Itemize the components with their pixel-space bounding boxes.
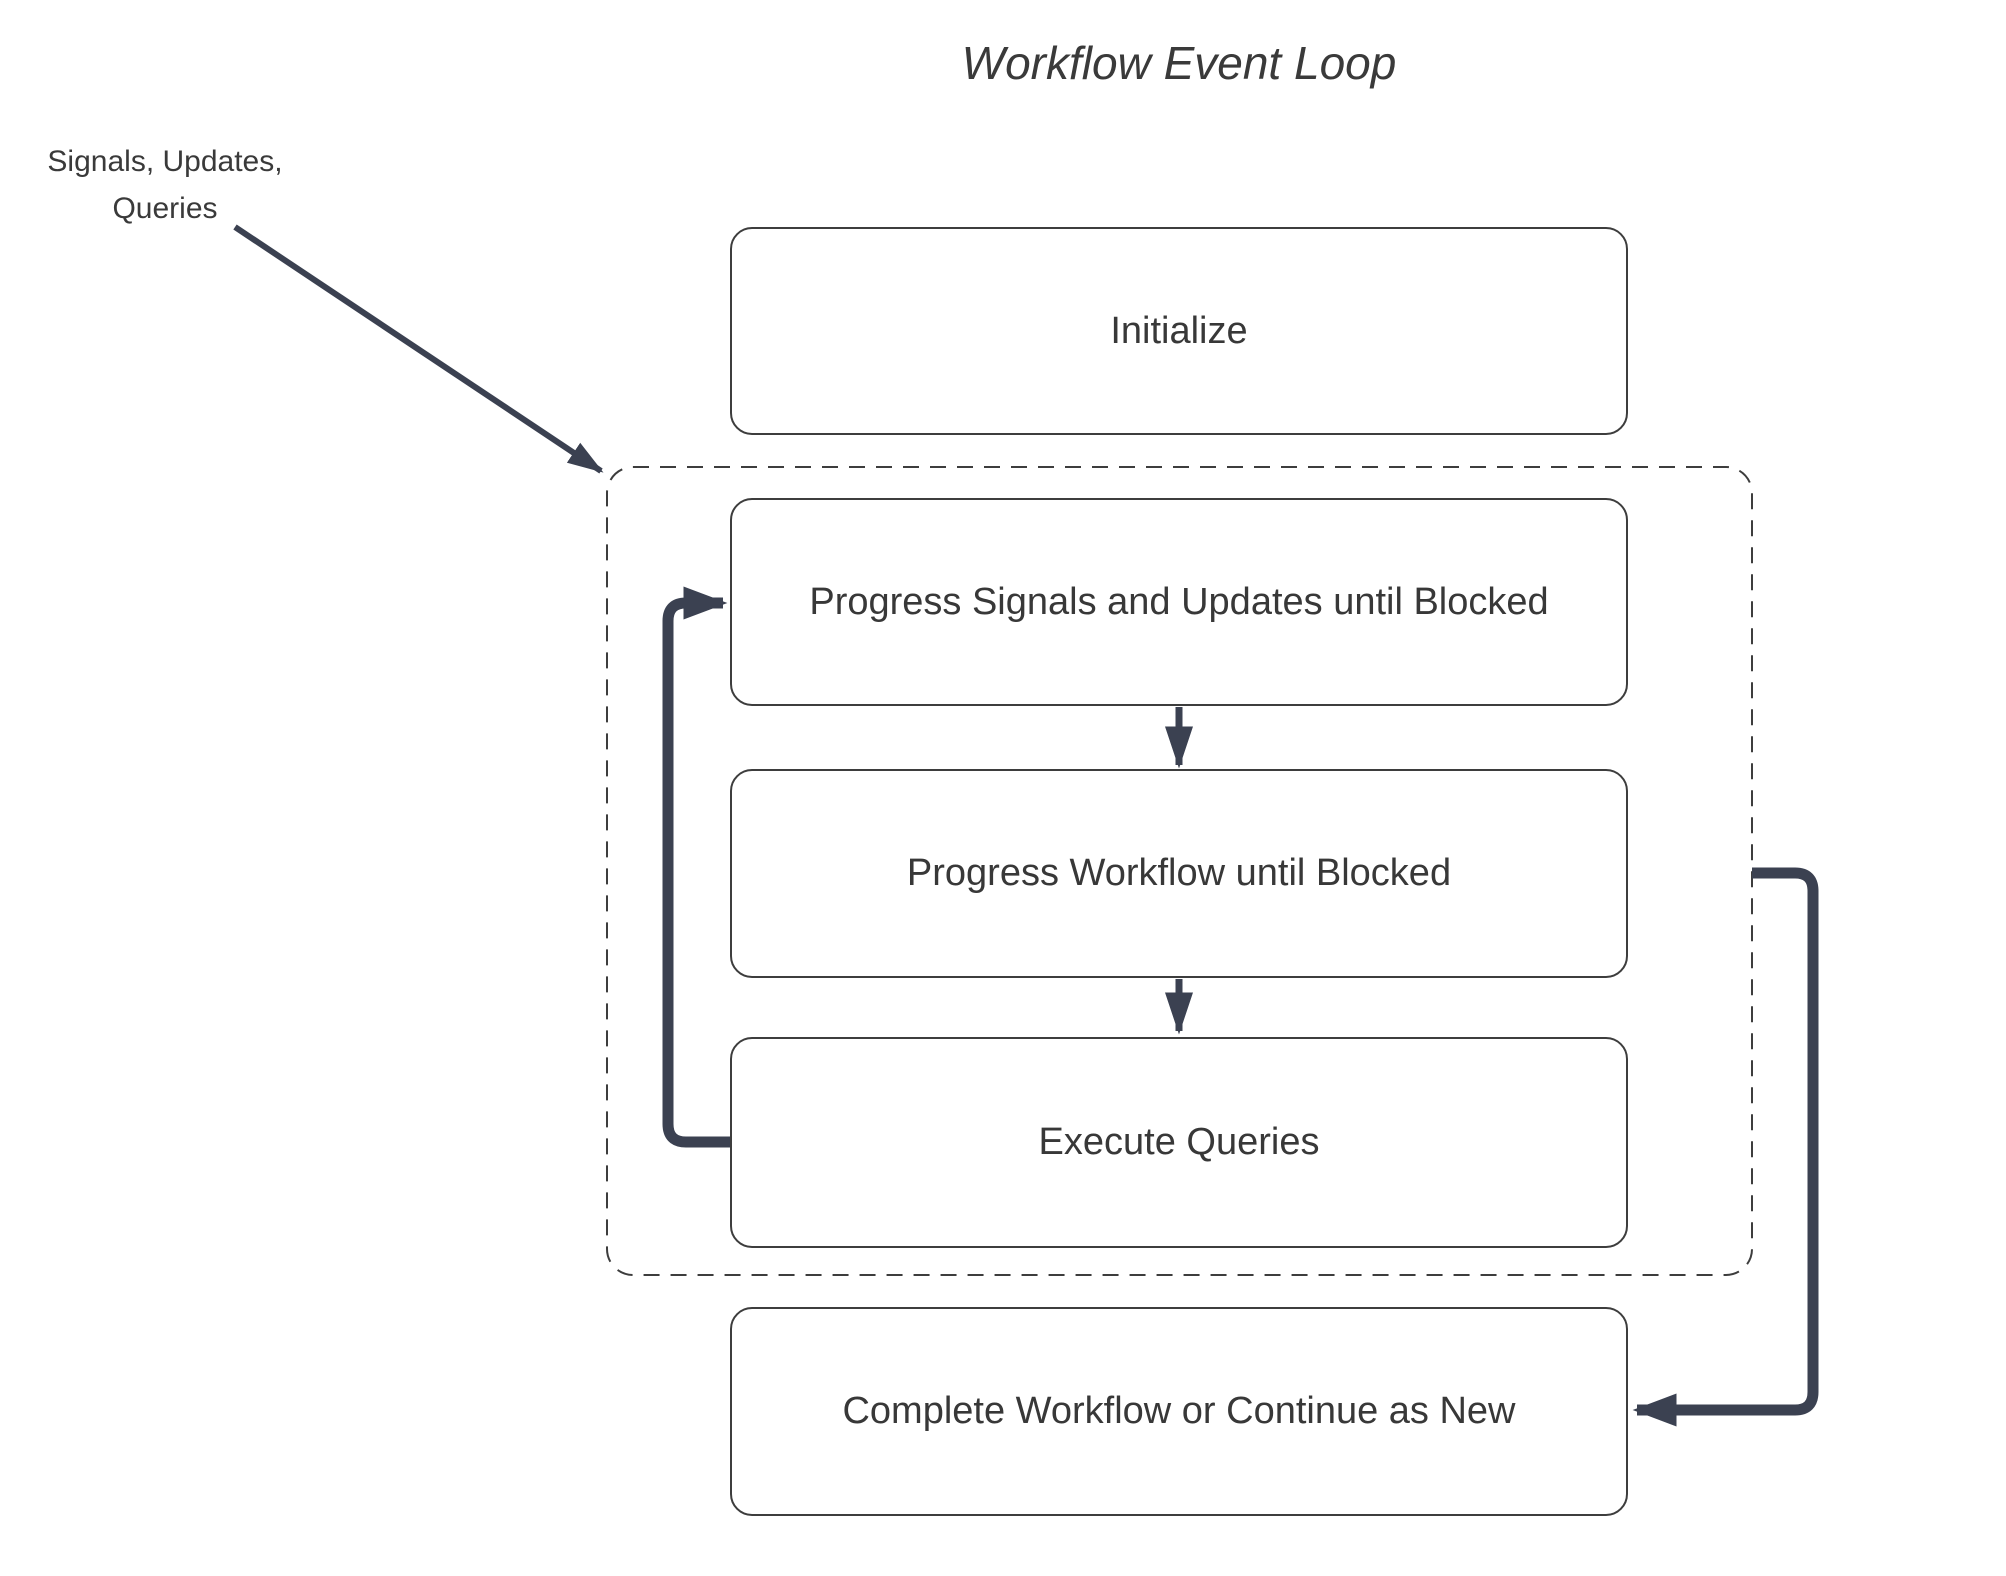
node-initialize-label: Initialize	[1110, 309, 1248, 352]
node-execute-queries-label: Execute Queries	[1038, 1121, 1320, 1163]
node-progress-signals: Progress Signals and Updates until Block…	[730, 498, 1628, 706]
diagram-title: Workflow Event Loop	[961, 37, 1397, 89]
edge-queries-loopback-to-signals	[662, 586, 730, 1148]
external-input-label: Signals, Updates, Queries	[47, 145, 283, 225]
node-progress-workflow: Progress Workflow until Blocked	[730, 769, 1628, 978]
node-progress-signals-label: Progress Signals and Updates until Block…	[809, 580, 1549, 623]
edge-loop-to-complete	[1632, 867, 1819, 1427]
node-initialize: Initialize	[730, 227, 1628, 435]
node-complete-workflow-label: Complete Workflow or Continue as New	[842, 1390, 1516, 1432]
node-complete-workflow: Complete Workflow or Continue as New	[730, 1307, 1628, 1516]
node-progress-workflow-label: Progress Workflow until Blocked	[906, 852, 1452, 894]
node-execute-queries: Execute Queries	[730, 1037, 1628, 1248]
edge-external-to-event-loop	[233, 224, 604, 474]
